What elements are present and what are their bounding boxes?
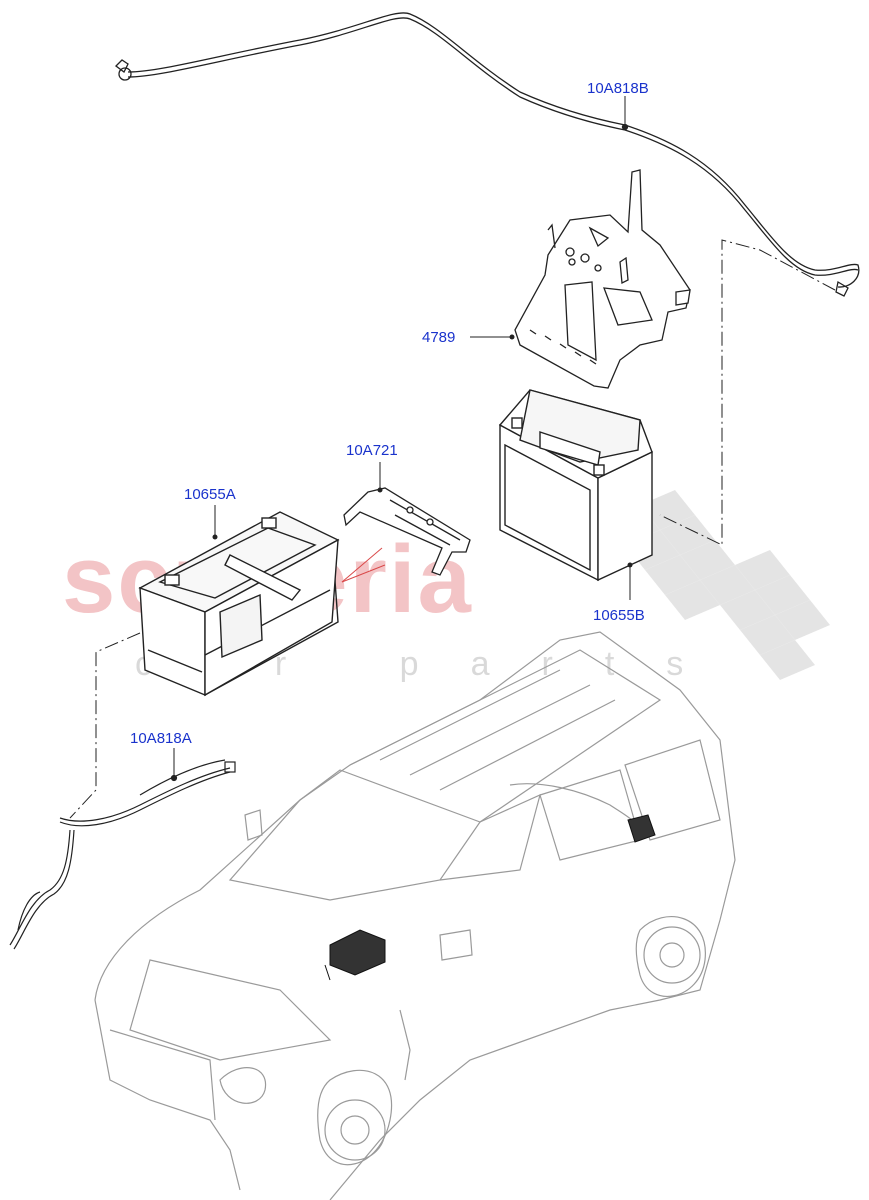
connection-dashdot <box>69 239 836 819</box>
callout-10655B[interactable]: 10655B <box>593 607 645 624</box>
vehicle-outline <box>94 631 736 1200</box>
clamp-pointer <box>341 547 386 583</box>
callout-10655A[interactable]: 10655A <box>184 486 236 503</box>
vehicle-battery-location <box>324 814 656 981</box>
callout-4789[interactable]: 4789 <box>422 329 456 346</box>
callout-10A818B[interactable]: 10A818B <box>587 80 649 97</box>
battery-clamp[interactable] <box>343 487 471 576</box>
main-battery[interactable] <box>138 511 340 697</box>
callout-10A818A[interactable]: 10A818A <box>130 730 192 747</box>
callout-10A721[interactable]: 10A721 <box>346 442 398 459</box>
harness-rear[interactable] <box>115 12 860 297</box>
checker-watermark <box>605 490 830 680</box>
battery-bracket[interactable] <box>514 169 691 389</box>
harness-front[interactable] <box>9 759 236 950</box>
aux-battery[interactable] <box>498 389 653 582</box>
